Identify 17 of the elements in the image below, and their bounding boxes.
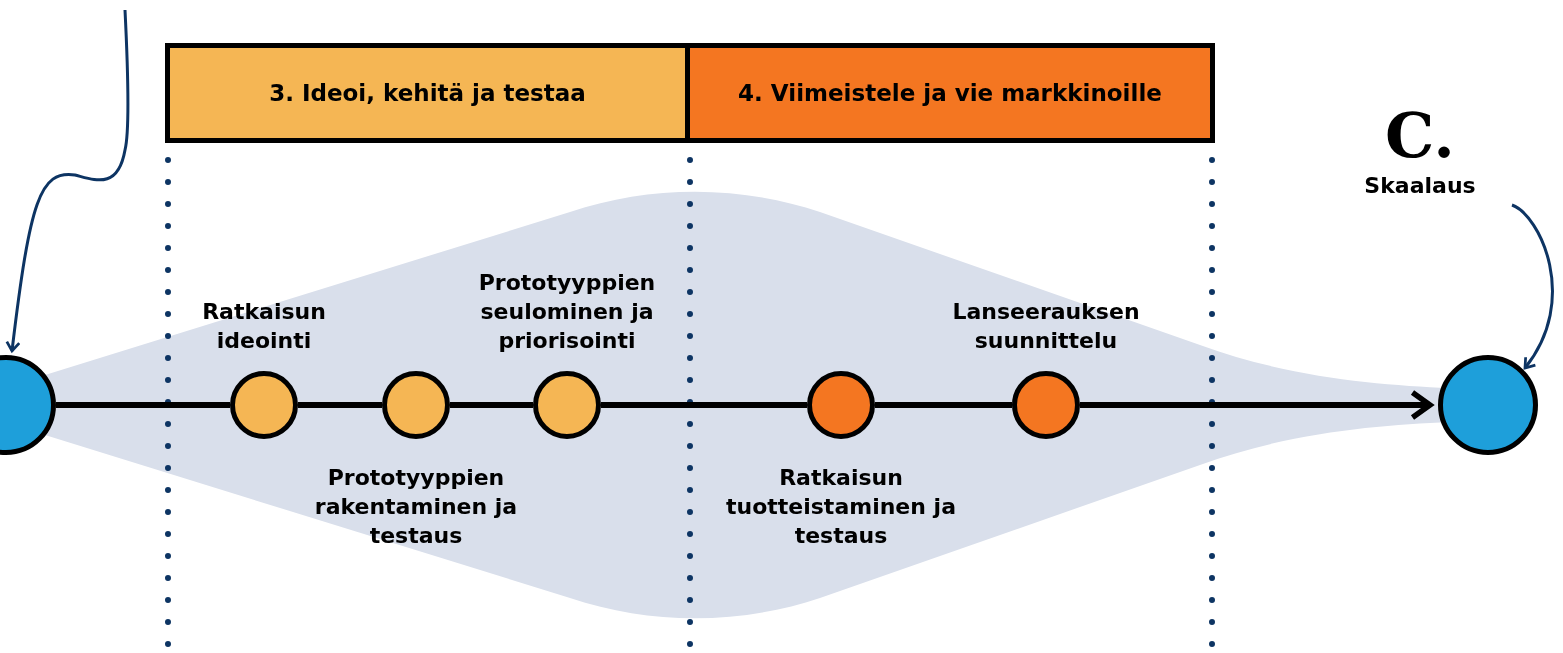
arrow	[5, 9, 130, 353]
arrow	[1080, 389, 1433, 421]
step-label: Ratkaisun tuotteistaminen ja testaus	[725, 464, 957, 550]
phase-box: 3. Ideoi, kehitä ja testaa	[165, 43, 690, 143]
stage-letter: C.	[1385, 100, 1455, 172]
connector-line	[875, 402, 1012, 408]
stage-label: Skaalaus	[1364, 172, 1476, 200]
connector-line	[450, 402, 533, 408]
connector-line	[56, 402, 230, 408]
connector-line	[298, 402, 382, 408]
phase-box: 4. Viimeistele ja vie markkinoille	[690, 43, 1215, 143]
step-label: Lanseerauksen suunnittelu	[951, 298, 1141, 355]
step-label: Prototyyppien seulominen ja priorisointi	[477, 269, 657, 355]
step-label: Ratkaisun ideointi	[201, 298, 327, 355]
step-label: Prototyyppien rakentaminen ja testaus	[313, 464, 519, 550]
connector-line	[601, 402, 807, 408]
arrow	[1511, 203, 1554, 370]
